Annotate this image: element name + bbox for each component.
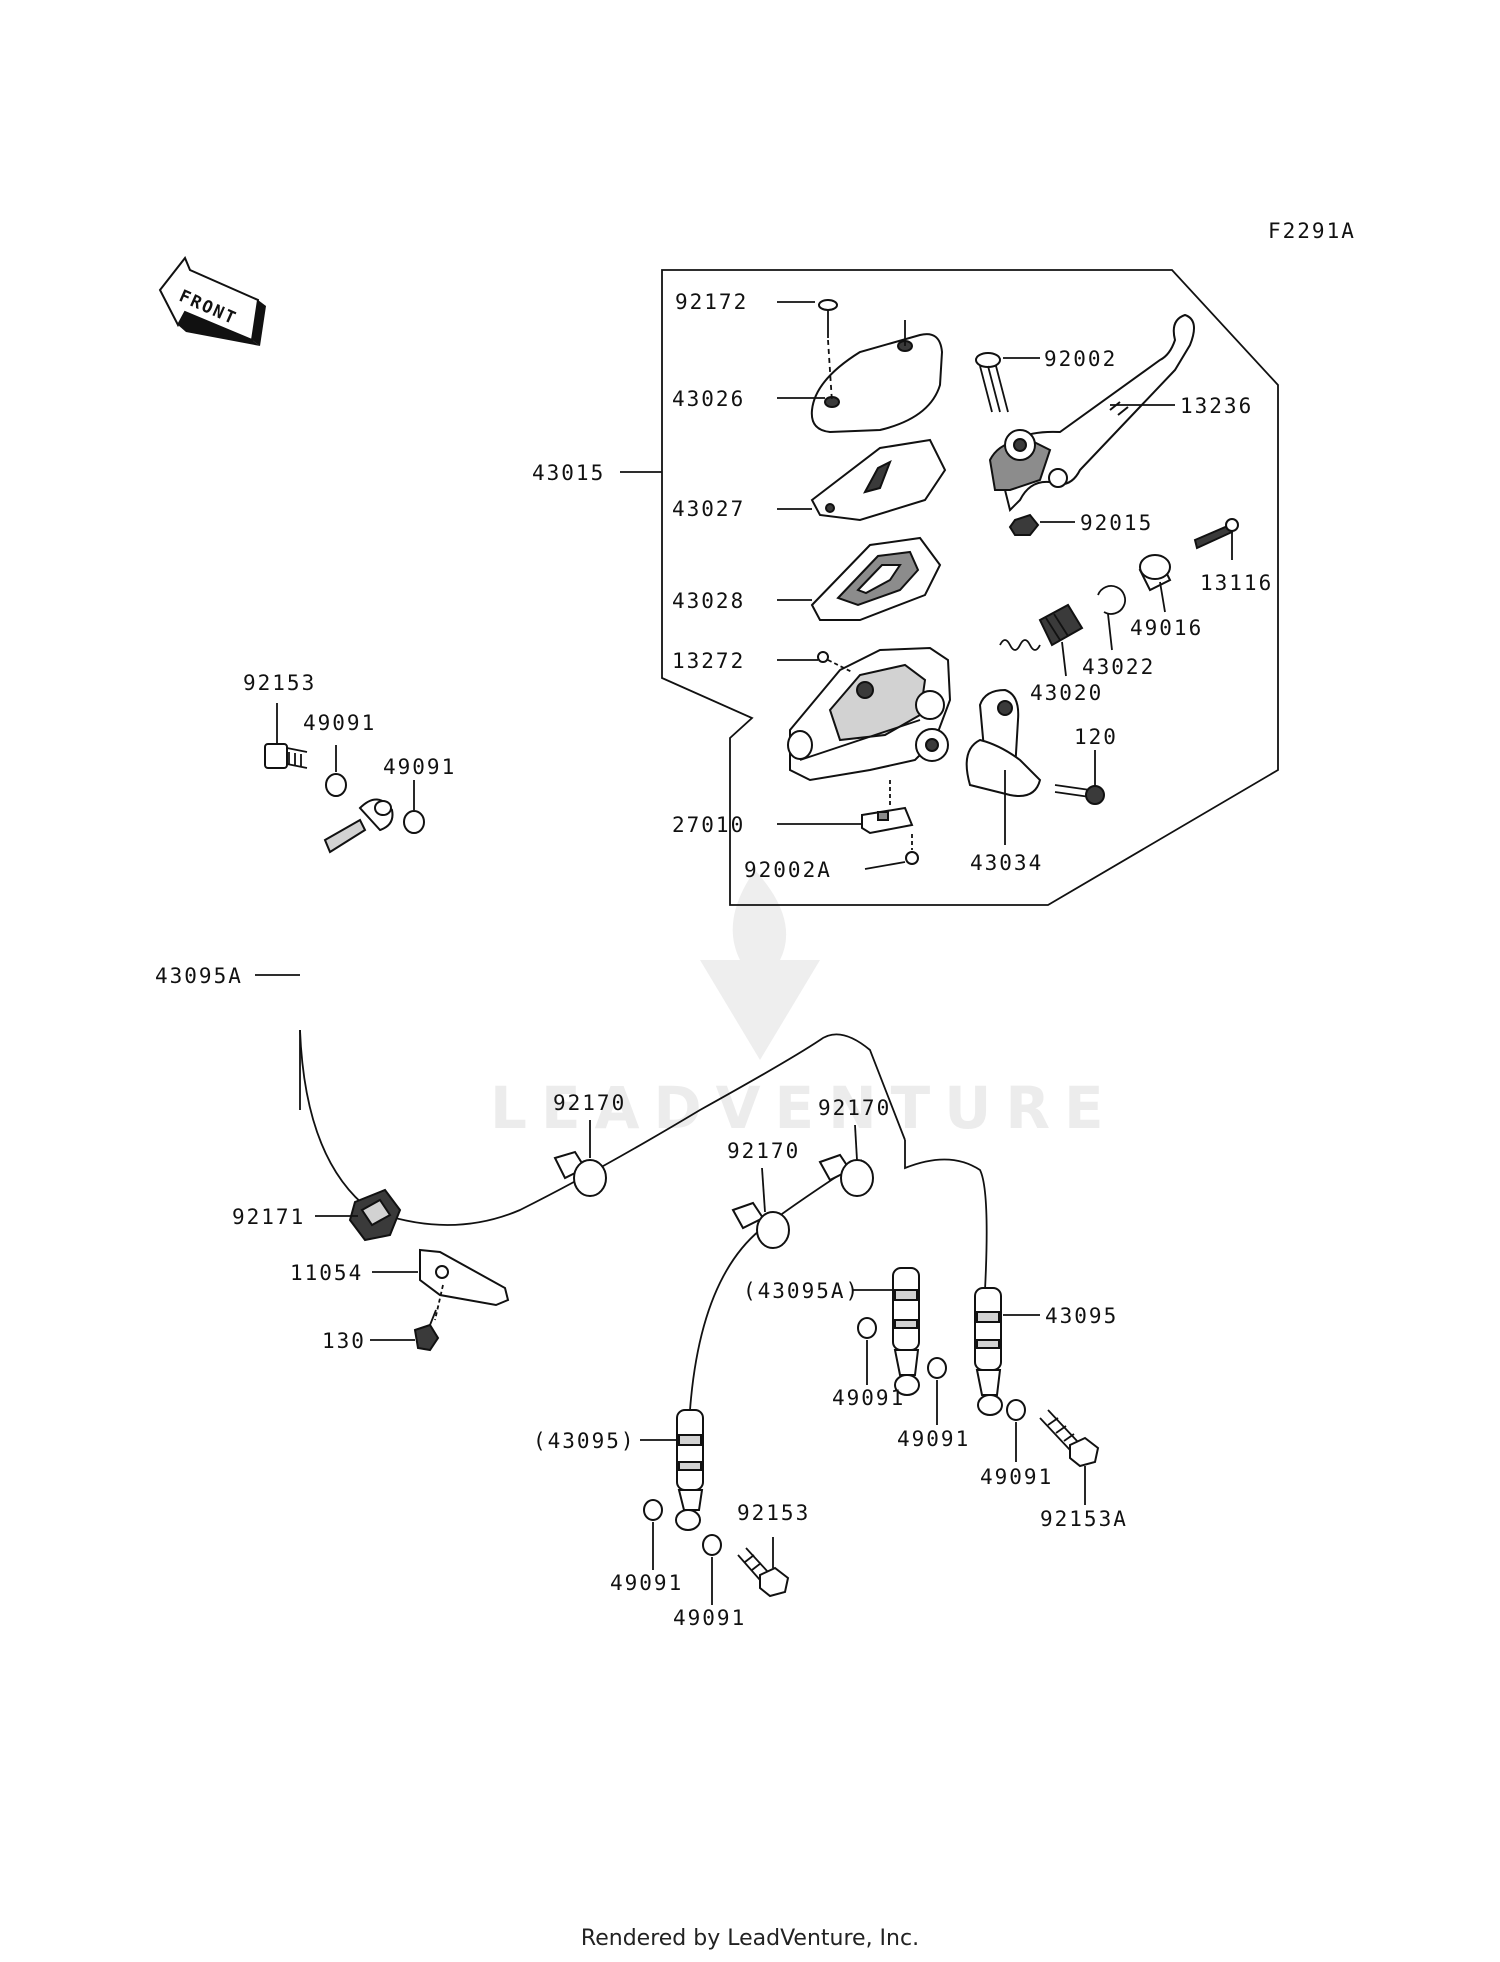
- label-11054: 11054: [290, 1261, 363, 1285]
- label-92153-bottom: 92153: [737, 1501, 810, 1525]
- hose-clamp: [348, 1188, 402, 1242]
- brake-hose-43095-right: [974, 1287, 1003, 1416]
- label-43095A-paren: (43095A): [743, 1279, 860, 1303]
- label-92153A: 92153A: [1040, 1507, 1128, 1531]
- banjo-bolt-92153a: [1039, 1409, 1100, 1468]
- master-cylinder-body: [787, 646, 952, 782]
- part-labels: 92172 43026 43015 43027 43028 13272 2701…: [155, 290, 1273, 1630]
- piston-assembly: [999, 603, 1084, 651]
- washer-lower-1: [857, 1317, 877, 1339]
- banjo-bolt-92153-lower: [737, 1547, 790, 1598]
- label-49016: 49016: [1130, 616, 1203, 640]
- assembly-outline: [661, 269, 1279, 906]
- lever-pivot-bolt: [975, 352, 1009, 413]
- handlebar-clamp: [965, 688, 1042, 797]
- label-49091-d: 49091: [897, 1427, 970, 1451]
- label-43095A: 43095A: [155, 964, 243, 988]
- label-43015: 43015: [532, 461, 605, 485]
- label-49091-c: 49091: [832, 1386, 905, 1410]
- label-92002: 92002: [1044, 347, 1117, 371]
- label-43095-paren: (43095): [533, 1429, 636, 1453]
- label-92153-top: 92153: [243, 671, 316, 695]
- reservoir-cap: [810, 333, 944, 434]
- label-49091-f: 49091: [610, 1571, 683, 1595]
- lever-nut: [1008, 513, 1040, 536]
- washer-top-1: [325, 773, 347, 797]
- hose-bracket: [419, 1248, 510, 1321]
- label-43034: 43034: [970, 851, 1043, 875]
- dust-boot: [1138, 554, 1172, 592]
- brake-hose-43095a-lower: [892, 1267, 920, 1396]
- hose-line-right: [904, 1140, 988, 1291]
- label-43022: 43022: [1082, 655, 1155, 679]
- bleed-screw: [817, 651, 853, 673]
- label-92170-b: 92170: [818, 1096, 891, 1120]
- label-92172: 92172: [675, 290, 748, 314]
- footer-credit: Rendered by LeadVenture, Inc.: [581, 1926, 919, 1951]
- label-27010: 27010: [672, 813, 745, 837]
- label-92171: 92171: [232, 1205, 305, 1229]
- label-49091-b: 49091: [383, 755, 456, 779]
- label-43027: 43027: [672, 497, 745, 521]
- label-49091-e: 49091: [980, 1465, 1053, 1489]
- grommet-1: [553, 1150, 607, 1197]
- brake-lever: [988, 313, 1195, 512]
- banjo-bolt-top: [264, 743, 308, 769]
- label-49091-g: 49091: [673, 1606, 746, 1630]
- label-43028: 43028: [672, 589, 745, 613]
- brake-hose-43095-left: [675, 1409, 704, 1531]
- label-120: 120: [1074, 725, 1118, 749]
- grommet-2: [818, 1153, 874, 1197]
- figure-code: F2291A: [1268, 219, 1356, 243]
- brake-hose-upper: [291, 798, 394, 1110]
- label-13116: 13116: [1200, 571, 1273, 595]
- label-92170-a: 92170: [553, 1091, 626, 1115]
- hose-line-left: [689, 1159, 863, 1411]
- watermark-text: LEADVENTURE: [490, 1074, 1118, 1142]
- brake-switch: [861, 780, 919, 865]
- grommet-3: [731, 1201, 790, 1249]
- label-49091-a: 49091: [303, 711, 376, 735]
- washer-lower-4: [643, 1499, 663, 1521]
- label-92170-c: 92170: [727, 1139, 800, 1163]
- diaphragm: [810, 536, 942, 621]
- label-92015: 92015: [1080, 511, 1153, 535]
- label-92002A: 92002A: [744, 858, 832, 882]
- diaphragm-plate: [810, 438, 947, 522]
- label-43020: 43020: [1030, 681, 1103, 705]
- washer-top-2: [403, 810, 425, 834]
- label-130: 130: [322, 1329, 366, 1353]
- washer-lower-5: [702, 1534, 722, 1556]
- label-43026: 43026: [672, 387, 745, 411]
- watermark: LEADVENTURE: [490, 870, 1118, 1142]
- clamp-bolt: [1054, 784, 1105, 805]
- front-arrow-icon: FRONT: [158, 256, 266, 346]
- cap-screw: [818, 299, 906, 403]
- washer-lower-3: [1006, 1399, 1026, 1421]
- leader-lines: [255, 301, 1233, 1605]
- label-13236: 13236: [1180, 394, 1253, 418]
- hose-line-main: [299, 1029, 906, 1226]
- bracket-bolt: [413, 1309, 440, 1352]
- circlip: [1097, 585, 1126, 615]
- label-43095: 43095: [1045, 1304, 1118, 1328]
- washer-lower-2: [927, 1357, 947, 1379]
- label-13272: 13272: [672, 649, 745, 673]
